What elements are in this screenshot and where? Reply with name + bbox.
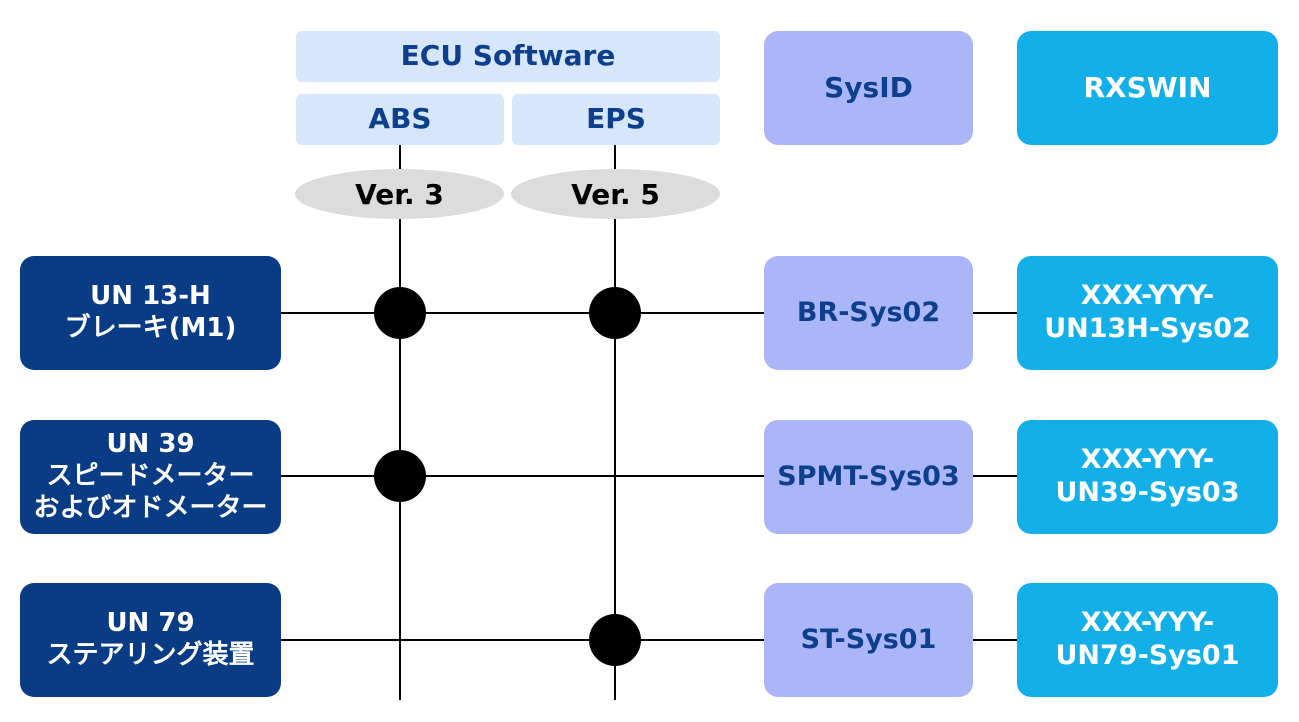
junction-dot-row1-abs bbox=[374, 287, 426, 339]
ecu-abs-header: ABS bbox=[296, 94, 504, 145]
regulation-box-un79: UN 79 ステアリング装置 bbox=[20, 583, 281, 697]
junction-dot-row3-eps bbox=[589, 614, 641, 666]
sysid-header: SysID bbox=[764, 31, 973, 145]
rxswin-box-un13h: XXX-YYY- UN13H-Sys02 bbox=[1017, 256, 1278, 370]
junction-dot-row2-abs bbox=[374, 450, 426, 502]
sysid-box-spmt: SPMT-Sys03 bbox=[764, 420, 973, 534]
ecu-software-header: ECU Software bbox=[296, 31, 720, 82]
rxswin-box-un79: XXX-YYY- UN79-Sys01 bbox=[1017, 583, 1278, 697]
abs-version-ellipse: Ver. 3 bbox=[295, 169, 504, 219]
sysid-box-st: ST-Sys01 bbox=[764, 583, 973, 697]
rxswin-header: RXSWIN bbox=[1017, 31, 1278, 145]
rxswin-box-un39: XXX-YYY- UN39-Sys03 bbox=[1017, 420, 1278, 534]
junction-dot-row1-eps bbox=[589, 287, 641, 339]
ecu-eps-header: EPS bbox=[512, 94, 720, 145]
regulation-box-un13h: UN 13-H ブレーキ(M1) bbox=[20, 256, 281, 370]
regulation-box-un39: UN 39 スピードメーター およびオドメーター bbox=[20, 420, 281, 534]
eps-version-ellipse: Ver. 5 bbox=[511, 169, 720, 219]
sysid-box-br: BR-Sys02 bbox=[764, 256, 973, 370]
